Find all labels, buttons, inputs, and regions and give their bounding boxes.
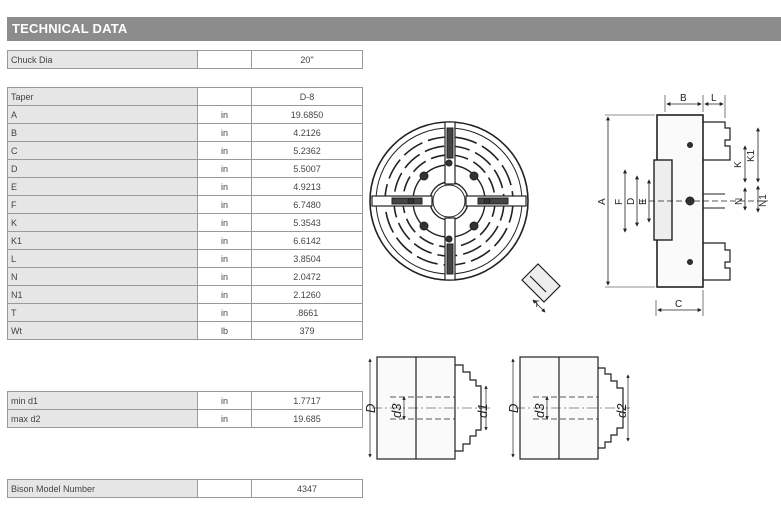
dim-label-d-left: D [363, 404, 378, 413]
grip-diagram-d1 [368, 356, 490, 460]
spec-unit: in [197, 303, 252, 322]
spec-value: 5.2362 [251, 141, 363, 160]
spec-label: C [7, 141, 198, 160]
spec-value: 5.5007 [251, 159, 363, 178]
chuck-front-view [369, 121, 529, 281]
dim-label-d-right: D [506, 404, 521, 413]
spec-value: .8661 [251, 303, 363, 322]
dim-label-d: D [626, 198, 637, 205]
dim-label-l: L [711, 93, 717, 104]
spec-unit: in [197, 231, 252, 250]
dim-label-a: A [597, 198, 608, 205]
spec-label: Wt [7, 321, 198, 340]
spec-value: D-8 [251, 87, 363, 106]
capacity-value: 19.685 [251, 409, 363, 428]
chuck-dia-unit [197, 50, 252, 69]
table-row: Chuck Dia 20" [7, 50, 363, 69]
dim-label-k: K [733, 161, 744, 168]
spec-unit: in [197, 159, 252, 178]
spec-label: N [7, 267, 198, 286]
model-value: 4347 [251, 479, 363, 498]
section-header: TECHNICAL DATA [7, 17, 781, 41]
chuck-dia-label: Chuck Dia [7, 50, 198, 69]
spec-value: 2.0472 [251, 267, 363, 286]
t-slot-detail: T [521, 263, 561, 313]
spec-label: K1 [7, 231, 198, 250]
dim-label-n: N [734, 198, 745, 205]
spec-unit: lb [197, 321, 252, 340]
dim-label-d3-right: d3 [532, 403, 547, 418]
dim-label-k1: K1 [746, 149, 757, 162]
dim-label-t: T [534, 299, 540, 309]
dim-label-f: F [614, 199, 625, 205]
spec-unit: in [197, 141, 252, 160]
dim-label-d3-left: d3 [389, 403, 404, 418]
spec-value: 2.1260 [251, 285, 363, 304]
model-unit [197, 479, 252, 498]
spec-label: E [7, 177, 198, 196]
spec-value: 6.7480 [251, 195, 363, 214]
spec-unit: in [197, 123, 252, 142]
section-title: TECHNICAL DATA [12, 21, 128, 36]
spec-label: D [7, 159, 198, 178]
capacity-label: min d1 [7, 391, 198, 410]
dim-label-b: B [680, 93, 687, 104]
spec-unit: in [197, 195, 252, 214]
chuck-dia-value: 20" [251, 50, 363, 69]
capacity-unit: in [197, 391, 252, 410]
dim-label-d1: d1 [475, 404, 490, 418]
capacity-label: max d2 [7, 409, 198, 428]
spec-value: 19.6850 [251, 105, 363, 124]
capacity-value: 1.7717 [251, 391, 363, 410]
spec-value: 3.8504 [251, 249, 363, 268]
dim-label-e: E [638, 198, 649, 205]
spec-value: 379 [251, 321, 363, 340]
spec-unit: in [197, 105, 252, 124]
chuck-side-view [605, 95, 768, 316]
dim-label-c: C [675, 299, 682, 310]
chuck-dia-table: Chuck Dia 20" [7, 50, 363, 69]
spec-unit [197, 87, 252, 106]
spec-value: 4.2126 [251, 123, 363, 142]
dim-label-d2: d2 [614, 403, 629, 418]
model-table: Bison Model Number 4347 [7, 479, 363, 498]
table-row: Bison Model Number 4347 [7, 479, 363, 498]
dim-label-n1: N1 [758, 194, 769, 207]
model-label: Bison Model Number [7, 479, 198, 498]
grip-diagram-d2 [511, 356, 630, 460]
spec-label: F [7, 195, 198, 214]
spec-label: B [7, 123, 198, 142]
spec-value: 5.3543 [251, 213, 363, 232]
